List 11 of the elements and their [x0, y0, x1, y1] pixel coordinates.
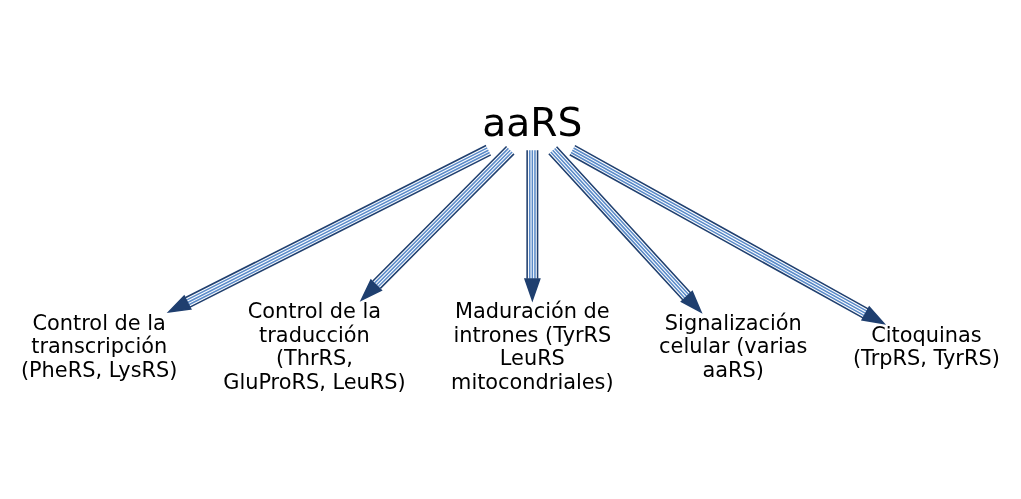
node-text: Maduración de intrones (TyrRS LeuRS mitocondriales): [451, 298, 614, 394]
node-text: Citoquinas (TrpRS, TyrRS): [852, 322, 1000, 370]
arrow: [166, 144, 492, 313]
arrow: [523, 148, 541, 302]
node-text: Control de la traducción (ThrRS, GluProRS, LeuRS): [223, 298, 406, 394]
node-text: Signalización celular (varias aaRS): [659, 310, 808, 382]
arrow: [548, 145, 703, 314]
node-text: aaRS: [482, 99, 583, 145]
node-text: Control de la transcripción (PheRS, LysRS): [20, 310, 178, 382]
arrow: [568, 144, 887, 325]
arrow: [359, 145, 515, 302]
